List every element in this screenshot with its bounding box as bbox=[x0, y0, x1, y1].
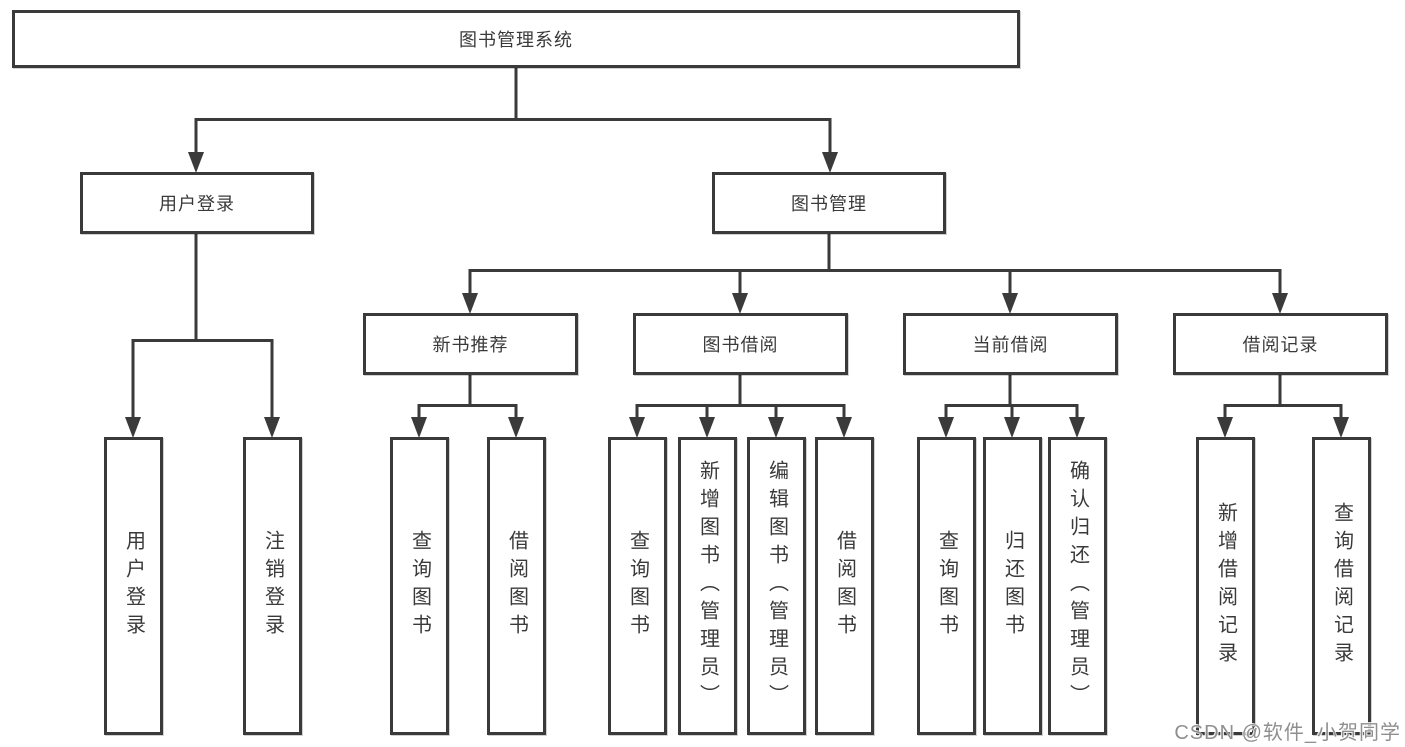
leaf-add-book-admin: 新增图书（管理员） bbox=[678, 437, 737, 735]
node-borrow-records: 借阅记录 bbox=[1173, 313, 1388, 375]
edge-records-to-leaves bbox=[1223, 375, 1343, 421]
arrowhead bbox=[1004, 417, 1020, 438]
arrowhead bbox=[768, 417, 784, 438]
arrowhead bbox=[125, 417, 141, 438]
leaf-borrow-book: 借阅图书 bbox=[487, 437, 546, 735]
node-current-borrow: 当前借阅 bbox=[903, 313, 1118, 375]
arrowhead bbox=[822, 152, 838, 173]
arrowhead bbox=[938, 417, 954, 438]
csdn-watermark: CSDN @软件_小贺同学 bbox=[1174, 722, 1401, 744]
node-user-login: 用户登录 bbox=[80, 172, 314, 234]
leaf-query-book: 查询图书 bbox=[608, 437, 667, 735]
arrowhead bbox=[411, 417, 427, 438]
arrowhead bbox=[699, 417, 715, 438]
arrowhead bbox=[1002, 293, 1018, 314]
arrowhead bbox=[629, 417, 645, 438]
arrowhead bbox=[508, 417, 524, 438]
edge-bookmgmt-to-level2 bbox=[468, 234, 1282, 297]
arrowhead bbox=[732, 293, 748, 314]
edge-userlogin-to-leaves bbox=[131, 234, 274, 421]
arrowhead bbox=[1069, 417, 1085, 438]
node-root: 图书管理系统 bbox=[12, 10, 1020, 68]
node-book-borrow: 图书借阅 bbox=[633, 313, 848, 375]
leaf-logout: 注销登录 bbox=[243, 437, 302, 735]
leaf-add-borrow-record: 新增借阅记录 bbox=[1196, 437, 1255, 735]
arrowhead bbox=[1333, 417, 1349, 438]
edge-borrow-to-leaves bbox=[635, 375, 846, 421]
arrowhead bbox=[264, 417, 280, 438]
node-new-book-recommend: 新书推荐 bbox=[363, 313, 578, 375]
arrowhead bbox=[1217, 417, 1233, 438]
node-book-management: 图书管理 bbox=[712, 172, 946, 234]
leaf-query-book: 查询图书 bbox=[390, 437, 449, 735]
edge-newbook-to-leaves bbox=[417, 375, 518, 421]
leaf-confirm-return-admin: 确认归还（管理员） bbox=[1048, 437, 1107, 735]
leaf-edit-book-admin: 编辑图书（管理员） bbox=[747, 437, 806, 735]
leaf-user-login: 用户登录 bbox=[104, 437, 163, 735]
arrowhead bbox=[462, 293, 478, 314]
arrowhead bbox=[836, 417, 852, 438]
arrowhead bbox=[1272, 293, 1288, 314]
leaf-borrow-book: 借阅图书 bbox=[815, 437, 874, 735]
edge-current-to-leaves bbox=[944, 375, 1079, 421]
leaf-query-borrow-record: 查询借阅记录 bbox=[1312, 437, 1371, 735]
leaf-query-book: 查询图书 bbox=[917, 437, 976, 735]
leaf-return-book: 归还图书 bbox=[983, 437, 1042, 735]
arrowhead bbox=[188, 152, 204, 173]
edge-root-to-level1 bbox=[194, 68, 832, 156]
